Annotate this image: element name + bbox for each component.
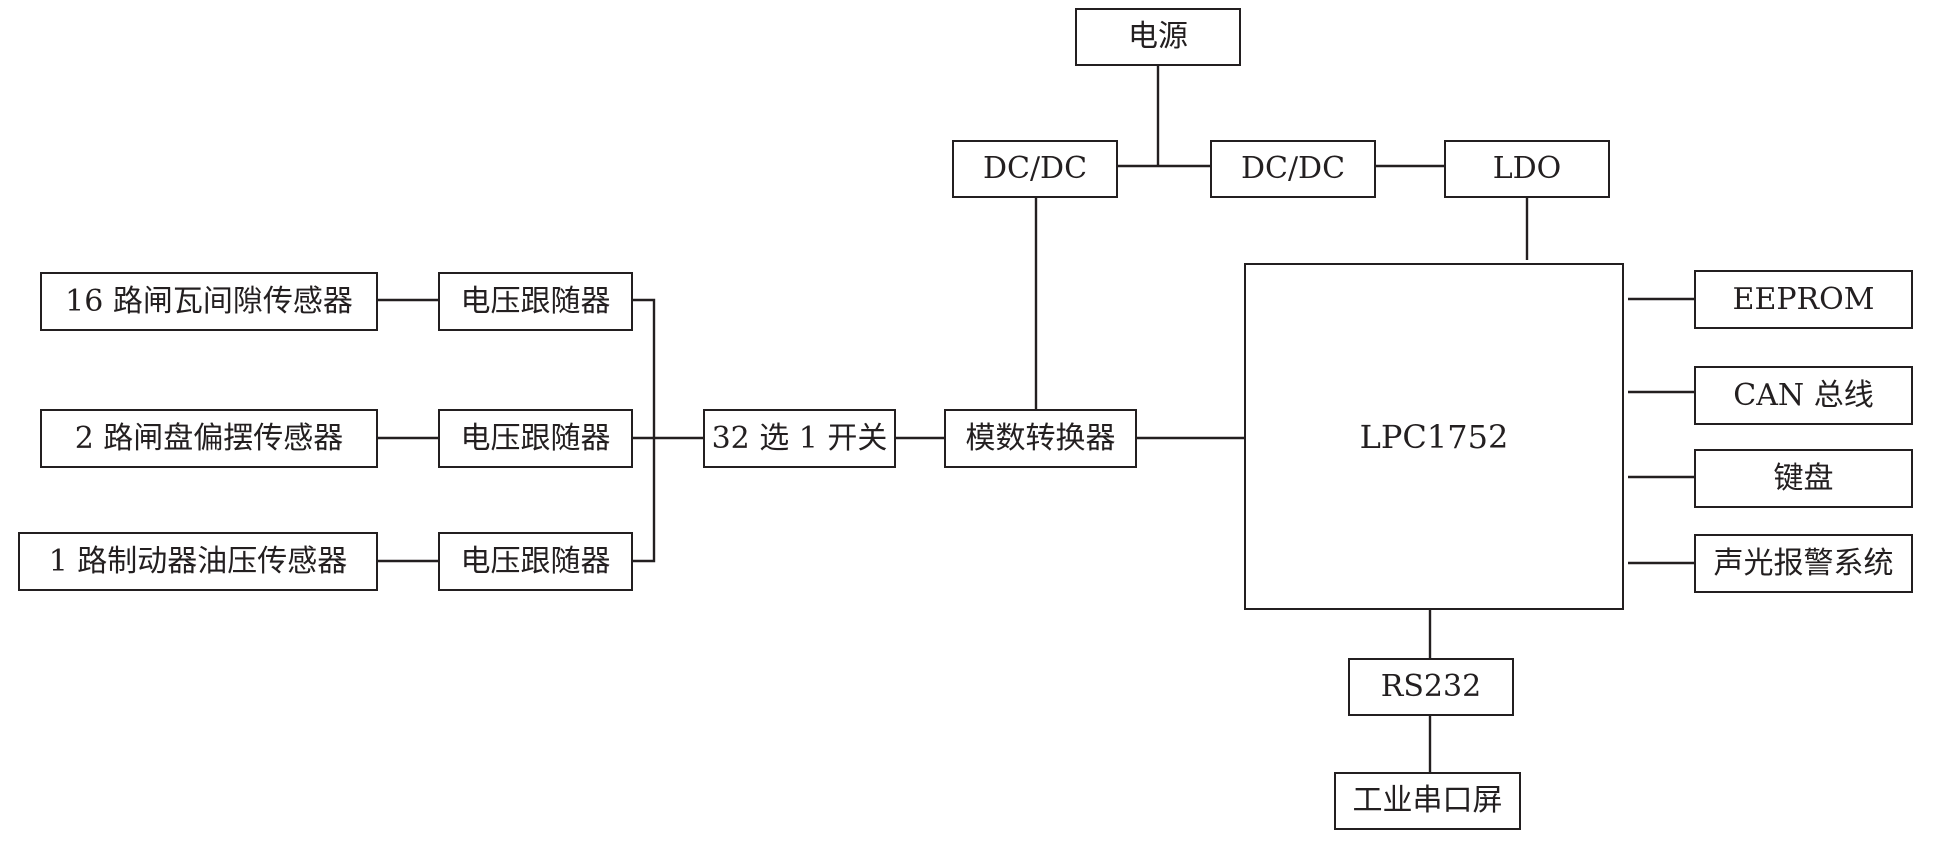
disc-wobble-sensor-block: 2 路闸盘偏摆传感器 [40,409,378,468]
power-supply-block: 电源 [1075,8,1241,66]
power-supply-label: 电源 [1128,19,1188,54]
adc-block: 模数转换器 [944,409,1137,468]
mux-switch-block: 32 选 1 开关 [703,409,896,468]
mcu-block: LPC1752 [1244,263,1624,610]
can-bus-block: CAN 总线 [1694,366,1913,425]
rs232-block: RS232 [1348,658,1514,716]
voltage-follower-block: 电压跟随器 [438,409,633,468]
voltage-follower-block: 电压跟随器 [438,272,633,331]
keyboard-label: 键盘 [1773,460,1834,496]
voltage-follower-label: 电压跟随器 [460,543,611,579]
adc-label: 模数转换器 [965,420,1116,456]
eeprom-block: EEPROM [1694,270,1913,329]
serial-screen-block: 工业串口屏 [1334,772,1521,830]
dcdc-left-block: DC/DC [952,140,1118,198]
oil-pressure-sensor-block: 1 路制动器油压传感器 [18,532,378,591]
ldo-block: LDO [1444,140,1610,198]
brake-gap-sensor-label: 16 路闸瓦间隙传感器 [65,283,353,319]
voltage-follower-label: 电压跟随器 [460,283,611,319]
alarm-system-label: 声光报警系统 [1713,545,1894,581]
wire-follower-bus [633,298,656,563]
oil-pressure-sensor-label: 1 路制动器油压传感器 [48,543,348,579]
eeprom-label: EEPROM [1732,281,1875,317]
voltage-follower-block: 电压跟随器 [438,532,633,591]
voltage-follower-label: 电压跟随器 [460,420,611,456]
can-bus-label: CAN 总线 [1733,377,1874,413]
dcdc-right-block: DC/DC [1210,140,1376,198]
alarm-system-block: 声光报警系统 [1694,534,1913,593]
dcdc-right-label: DC/DC [1240,151,1346,186]
mcu-label: LPC1752 [1359,417,1509,456]
keyboard-block: 键盘 [1694,449,1913,508]
dcdc-left-label: DC/DC [982,151,1088,186]
brake-gap-sensor-block: 16 路闸瓦间隙传感器 [40,272,378,331]
rs232-label: RS232 [1380,669,1482,704]
mux-switch-label: 32 选 1 开关 [711,420,888,456]
ldo-label: LDO [1492,151,1562,186]
disc-wobble-sensor-label: 2 路闸盘偏摆传感器 [74,420,344,456]
serial-screen-label: 工业串口屏 [1352,783,1503,818]
